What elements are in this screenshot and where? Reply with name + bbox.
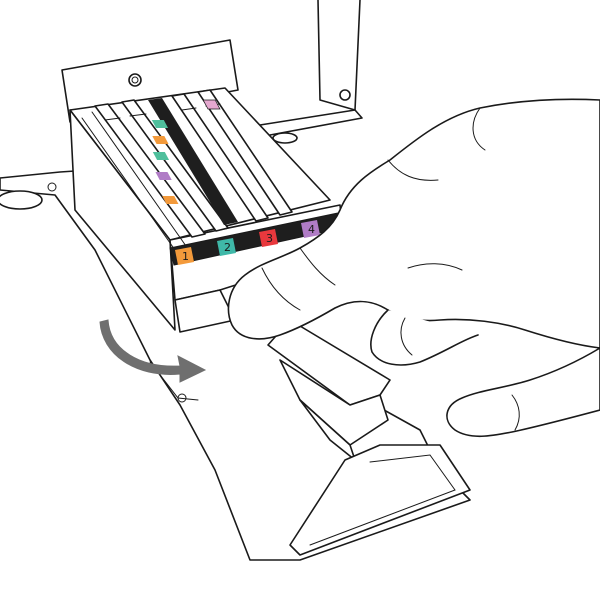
slot-number-2: 2 [224,241,231,254]
slot-tag-1 [175,247,194,265]
curved-arrow-icon [99,319,207,383]
strip-tick-2 [151,120,169,128]
slot-tag-2 [217,238,236,256]
slot-number-4: 4 [308,223,315,236]
strip-tick-4 [202,99,221,110]
strip-tick-1 [152,136,169,144]
strip-tick-2b [152,152,170,160]
slot-number-3: 3 [266,232,273,245]
slot-tag-3 [259,229,278,247]
back-wall-panel [259,0,363,136]
color-index-strip [148,98,238,225]
cartridge-slots [94,89,293,238]
slot-tag-4 [301,220,320,238]
strip-tick-1b [162,196,179,204]
slot-number-1: 1 [182,250,189,263]
slot-label-bar: 1 2 3 4 [169,212,343,266]
hand-icon [227,98,600,438]
strip-tick-4b [155,172,172,180]
latch-lever [289,444,471,556]
